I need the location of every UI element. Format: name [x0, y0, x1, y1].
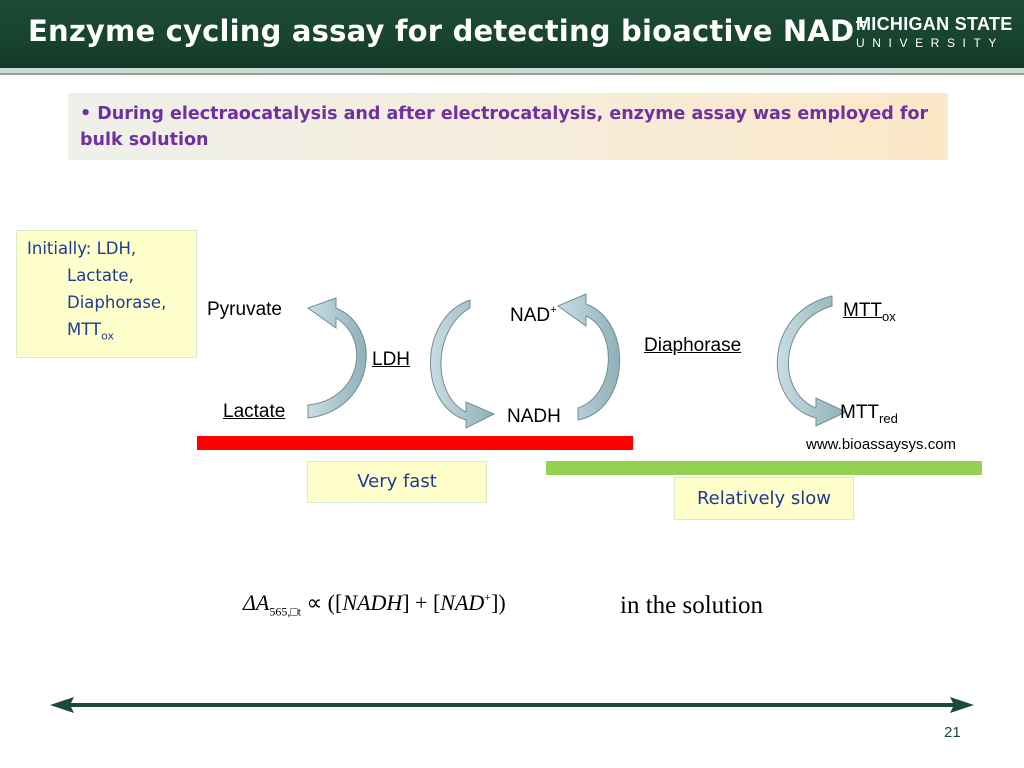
logo-text-university: UNIVERSITY	[856, 36, 1005, 50]
label-pyruvate: Pyruvate	[207, 299, 282, 320]
header-divider-shadow	[0, 73, 1024, 75]
title-bar: Enzyme cycling assay for detecting bioac…	[0, 0, 1024, 68]
initial-line-2: Lactate,	[67, 266, 134, 285]
very-fast-label-box: Very fast	[307, 461, 487, 503]
source-url: www.bioassaysys.com	[806, 436, 957, 453]
label-mtt-ox: MTTox	[843, 300, 896, 324]
page-number: 21	[944, 724, 961, 741]
relatively-slow-label-box: Relatively slow	[674, 477, 854, 520]
logo-text-michigan-state: MICHIGAN STATE	[856, 14, 1013, 34]
initial-line-1: Initially: LDH,	[27, 239, 137, 258]
slow-reaction-bar	[546, 461, 982, 475]
initial-line-3: Diaphorase,	[67, 293, 167, 312]
bullet-box: • During electraocatalysis and after ele…	[68, 93, 948, 160]
label-ldh: LDH	[372, 349, 411, 370]
label-diaphorase: Diaphorase	[644, 335, 742, 356]
label-nad-plus: NAD+	[510, 304, 557, 326]
slide-title: Enzyme cycling assay for detecting bioac…	[28, 12, 868, 48]
absorbance-formula: ΔA565,□t ∝ ([NADH] + [NAD+])	[243, 590, 506, 619]
bullet-marker: •	[80, 104, 92, 124]
msu-logo: MICHIGAN STATE UNIVERSITY	[856, 14, 1013, 50]
label-nadh: NADH	[507, 406, 561, 427]
label-lactate: Lactate	[223, 401, 286, 422]
formula-suffix: in the solution	[620, 592, 764, 619]
header-divider	[0, 68, 1024, 73]
bullet-text: During electraocatalysis and after elect…	[80, 104, 929, 150]
nad-curved-arrow	[556, 293, 620, 421]
fast-reaction-bar	[197, 436, 633, 450]
label-mtt-red: MTTred	[840, 402, 898, 426]
initial-line-4: MTTox	[67, 320, 115, 343]
initial-conditions-box: Initially: LDH, Lactate, Diaphorase, MTT…	[16, 230, 197, 358]
ldh-curved-arrow	[306, 297, 367, 419]
mtt-curved-arrow	[776, 295, 848, 427]
nadh-curved-arrow	[430, 299, 496, 429]
